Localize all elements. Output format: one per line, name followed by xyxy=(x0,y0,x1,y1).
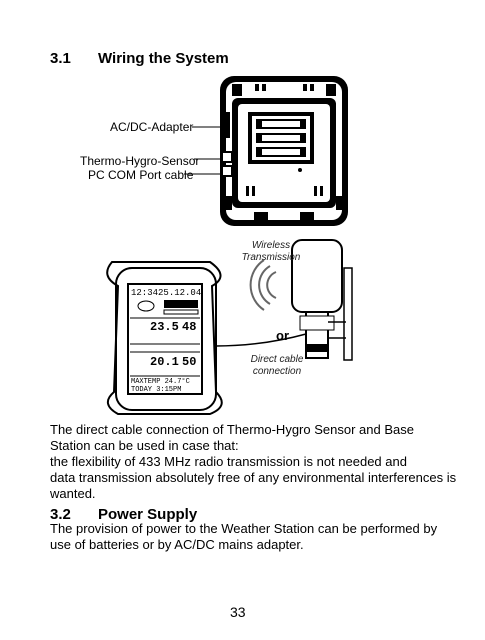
para1-line2: Station can be used in case that: xyxy=(50,438,239,453)
lcd-time: 12:34 xyxy=(131,288,159,298)
para1-line1: The direct cable connection of Thermo-Hy… xyxy=(50,422,414,437)
label-or: or xyxy=(276,328,289,343)
paragraph-direct-cable: The direct cable connection of Thermo-Hy… xyxy=(50,422,460,502)
label-direct-cable: Direct cable connection xyxy=(232,354,322,378)
lcd-today: TODAY 3:15PM xyxy=(131,386,182,394)
section-number-3-2: 3.2 xyxy=(50,506,71,523)
lcd-outdoor-temp: 20.1 xyxy=(150,355,179,369)
section-title-power-supply: Power Supply xyxy=(98,506,198,523)
label-thermo-hygro-sensor: Thermo-Hygro-Sensor xyxy=(80,154,200,168)
para1-line4: data transmission absolutely free of any… xyxy=(50,470,457,485)
page-number: 33 xyxy=(230,604,246,620)
base-station-front xyxy=(106,261,223,415)
label-wireless-line1: Wireless xyxy=(251,240,291,251)
lcd-screen: 12:34 25.12.04 xyxy=(131,288,202,298)
lcd-date: 25.12.04 xyxy=(158,288,202,298)
wireless-waves-icon xyxy=(249,259,277,311)
paragraph-power-supply: The provision of power to the Weather St… xyxy=(50,521,460,553)
section-title-wiring: Wiring the System xyxy=(98,50,229,67)
thermo-hygro-sensor xyxy=(291,239,353,361)
label-direct-line2: connection xyxy=(252,366,302,377)
para2-line2: use of batteries or by AC/DC mains adapt… xyxy=(50,537,304,552)
para2-line1: The provision of power to the Weather St… xyxy=(50,521,438,536)
label-pc-com-port-cable: PC COM Port cable xyxy=(88,168,194,182)
direct-cable xyxy=(215,333,307,347)
label-wireless-line2: Transmission xyxy=(241,252,301,263)
lcd-indoor-humidity: 48 xyxy=(182,320,197,334)
para1-line3: the flexibility of 433 MHz radio transmi… xyxy=(50,454,407,469)
label-ac-dc-adapter: AC/DC-Adapter xyxy=(110,120,194,134)
base-station-back xyxy=(220,76,348,226)
label-direct-line1: Direct cable xyxy=(250,354,304,365)
lcd-outdoor-humidity: 50 xyxy=(182,355,197,369)
label-wireless: Wireless Transmission xyxy=(226,240,316,264)
section-number-3-1: 3.1 xyxy=(50,50,71,67)
lcd-maxtemp: MAXTEMP 24.7°C xyxy=(131,378,190,386)
lcd-indoor-temp: 23.5 xyxy=(150,320,179,334)
para1-line5: wanted. xyxy=(50,486,96,501)
